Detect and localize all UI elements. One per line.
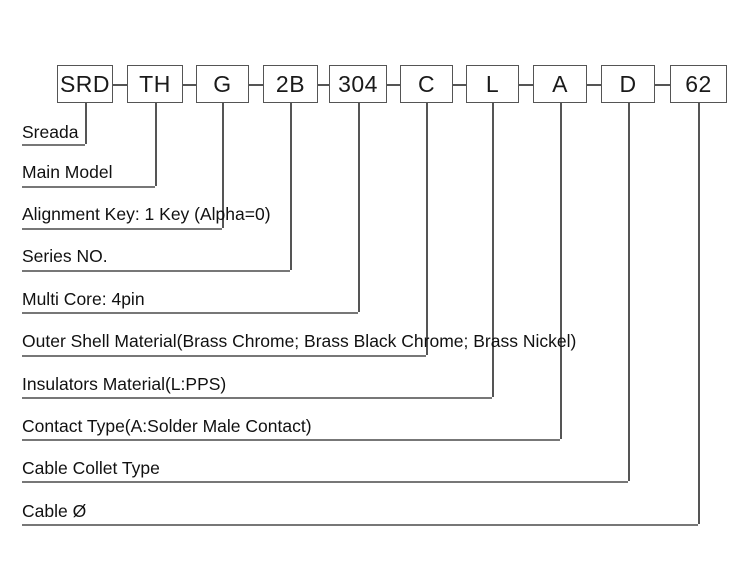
description-rule-7	[22, 439, 560, 441]
leader-vertical-304	[358, 103, 360, 312]
box-connector-srd-to-th	[113, 84, 127, 86]
description-label-2: Alignment Key: 1 Key (Alpha=0)	[22, 204, 271, 224]
description-label-3: Series NO.	[22, 246, 108, 266]
description-label-7: Contact Type(A:Solder Male Contact)	[22, 416, 312, 436]
description-label-0: Sreada	[22, 122, 79, 142]
code-box-c: C	[400, 65, 453, 103]
description-rule-4	[22, 312, 358, 314]
box-connector-2b-to-304	[318, 84, 329, 86]
description-rule-8	[22, 481, 628, 483]
description-label-9: Cable Ø	[22, 501, 87, 521]
leader-vertical-g	[222, 103, 224, 228]
box-connector-th-to-g	[183, 84, 196, 86]
description-rule-2	[22, 228, 222, 230]
code-box-a: A	[533, 65, 587, 103]
code-box-d: D	[601, 65, 655, 103]
leader-vertical-c	[426, 103, 428, 355]
description-label-1: Main Model	[22, 162, 113, 182]
description-rule-3	[22, 270, 290, 272]
description-rule-6	[22, 397, 492, 399]
description-label-4: Multi Core: 4pin	[22, 289, 145, 309]
code-box-2b: 2B	[263, 65, 318, 103]
code-box-th: TH	[127, 65, 183, 103]
description-label-8: Cable Collet Type	[22, 458, 160, 478]
box-connector-a-to-d	[587, 84, 601, 86]
box-connector-304-to-c	[387, 84, 400, 86]
leader-vertical-th	[155, 103, 157, 186]
code-box-304: 304	[329, 65, 387, 103]
leader-vertical-d	[628, 103, 630, 481]
code-box-g: G	[196, 65, 249, 103]
leader-vertical-62	[698, 103, 700, 524]
leader-vertical-2b	[290, 103, 292, 270]
code-box-62: 62	[670, 65, 727, 103]
description-label-5: Outer Shell Material(Brass Chrome; Brass…	[22, 331, 577, 351]
description-rule-5	[22, 355, 426, 357]
leader-vertical-srd	[85, 103, 87, 144]
description-rule-9	[22, 524, 698, 526]
code-box-l: L	[466, 65, 519, 103]
box-connector-l-to-a	[519, 84, 533, 86]
box-connector-d-to-62	[655, 84, 670, 86]
leader-vertical-l	[492, 103, 494, 397]
leader-vertical-a	[560, 103, 562, 439]
description-label-6: Insulators Material(L:PPS)	[22, 374, 227, 394]
description-rule-1	[22, 186, 155, 188]
box-connector-c-to-l	[453, 84, 466, 86]
description-rule-0	[22, 144, 85, 146]
code-box-srd: SRD	[57, 65, 113, 103]
box-connector-g-to-2b	[249, 84, 263, 86]
